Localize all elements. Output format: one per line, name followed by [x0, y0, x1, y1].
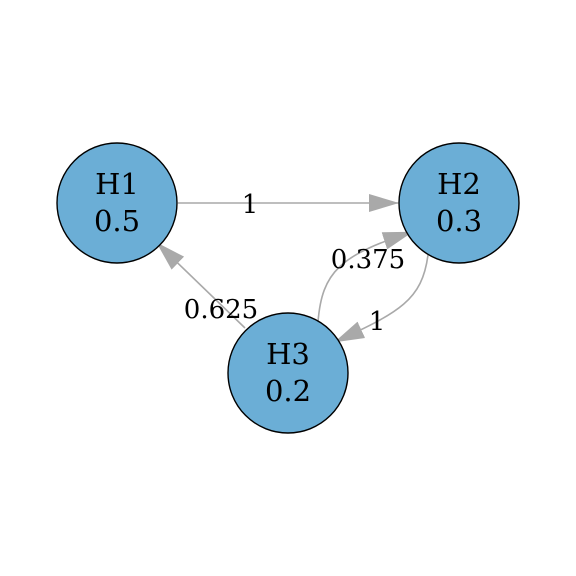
edge-h3-to-h2: [317, 231, 413, 323]
edge-label-h3-to-h2: 0.375: [331, 245, 405, 275]
edges: [156, 194, 429, 343]
node-h3-circle: [227, 312, 349, 434]
node-h1: H1 0.5: [56, 142, 178, 264]
node-h2-value: 0.3: [436, 204, 482, 238]
node-h3-value: 0.2: [265, 374, 311, 408]
edge-h2-to-h3: [334, 254, 429, 343]
edge-label-h2-to-h3: 1: [369, 307, 386, 337]
node-h2-label: H2: [437, 167, 481, 201]
node-h1-circle: [56, 142, 178, 264]
edge-h3-to-h1: [156, 242, 246, 329]
node-h3-label: H3: [266, 337, 310, 371]
edge-labels: 1 0.625 0.375 1: [184, 190, 405, 337]
edge-label-h3-to-h1: 0.625: [184, 295, 258, 325]
node-h1-label: H1: [95, 167, 139, 201]
node-h2: H2 0.3: [398, 142, 520, 264]
node-h1-value: 0.5: [94, 204, 140, 238]
node-h2-circle: [398, 142, 520, 264]
edge-label-h1-to-h2: 1: [242, 190, 259, 220]
node-h3: H3 0.2: [227, 312, 349, 434]
